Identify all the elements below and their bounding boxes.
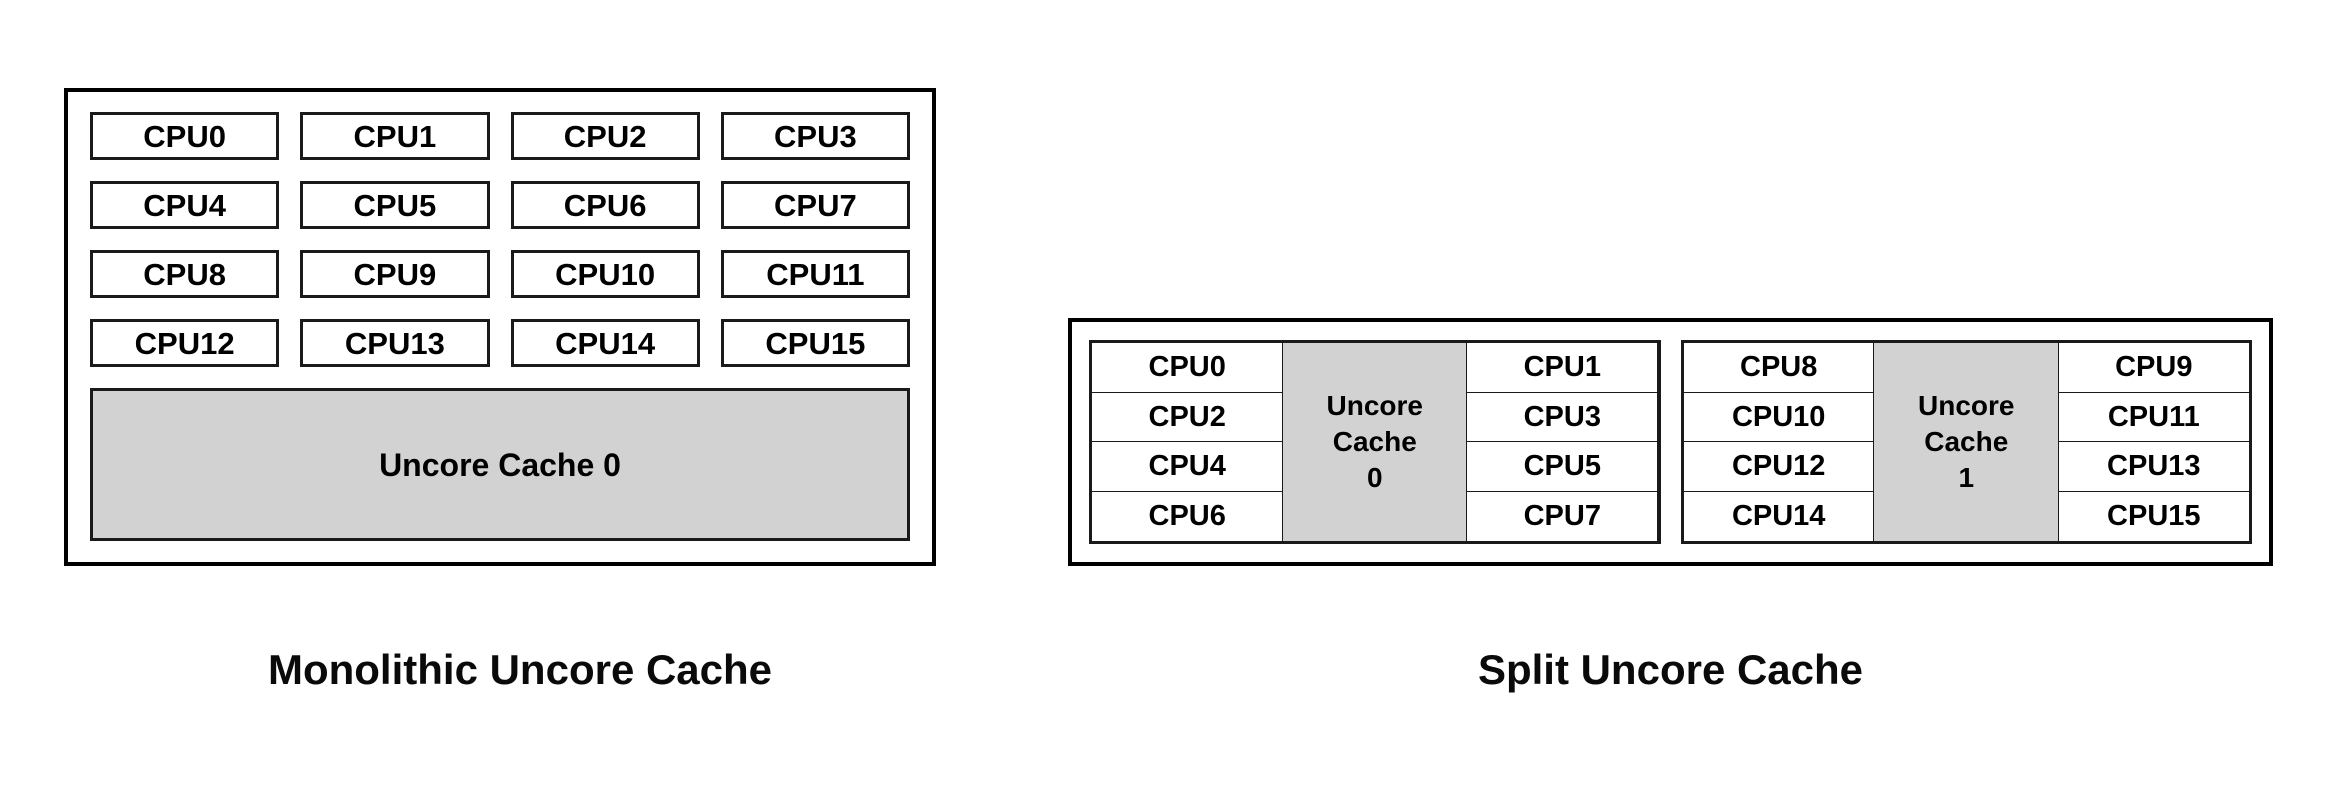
- cpu-box: CPU0: [90, 112, 280, 160]
- cpu-box: CPU6: [1091, 490, 1284, 542]
- uncore-cache-line: Cache: [1924, 426, 2009, 457]
- cpu-box: CPU3: [720, 112, 910, 160]
- cpu-box: CPU15: [720, 319, 910, 367]
- cpu-box: CPU14: [1682, 490, 1875, 542]
- cpu-box: CPU2: [510, 112, 700, 160]
- cpu-box: CPU4: [1091, 441, 1284, 493]
- split-group: CPU8 CPU10 CPU12 CPU14 Uncore Cache 1 CP…: [1680, 340, 2252, 544]
- cpu-box: CPU4: [90, 181, 280, 229]
- cpu-box: CPU13: [2057, 441, 2250, 493]
- cpu-box: CPU9: [300, 250, 490, 298]
- cpu-box: CPU7: [720, 181, 910, 229]
- uncore-cache-line: Uncore: [1326, 390, 1423, 421]
- split-group-container: CPU0 CPU2 CPU4 CPU6 Uncore Cache 0 CPU1 …: [1089, 340, 2252, 544]
- cpu-box: CPU11: [720, 250, 910, 298]
- uncore-cache-line: Cache: [1332, 426, 1417, 457]
- cpu-box: CPU10: [1682, 391, 1875, 443]
- cpu-box: CPU13: [300, 319, 490, 367]
- cpu-box: CPU9: [2057, 342, 2250, 394]
- cpu-box: CPU8: [90, 250, 280, 298]
- uncore-cache-box: Uncore Cache 0: [90, 388, 910, 541]
- cpu-box: CPU14: [510, 319, 700, 367]
- cpu-box: CPU10: [510, 250, 700, 298]
- monolithic-cpu-grid: CPU0 CPU1 CPU2 CPU3 CPU4 CPU5 CPU6 CPU7 …: [90, 112, 910, 367]
- cpu-box: CPU15: [2057, 490, 2250, 542]
- cpu-box: CPU8: [1682, 342, 1875, 394]
- cpu-box: CPU1: [300, 112, 490, 160]
- cpu-box: CPU6: [510, 181, 700, 229]
- uncore-cache-line: Uncore: [1918, 390, 2015, 421]
- cpu-box: CPU7: [1466, 490, 1659, 542]
- split-caption: Split Uncore Cache: [1477, 646, 1864, 693]
- cpu-box: CPU11: [2057, 391, 2250, 443]
- monolithic-caption: Monolithic Uncore Cache: [267, 646, 773, 693]
- cpu-box: CPU1: [1466, 342, 1659, 394]
- split-uncore-diagram: CPU0 CPU2 CPU4 CPU6 Uncore Cache 0 CPU1 …: [1068, 318, 2273, 566]
- cpu-box: CPU3: [1466, 391, 1659, 443]
- uncore-cache-box: Uncore Cache 0: [1281, 342, 1468, 542]
- cpu-box: CPU2: [1091, 391, 1284, 443]
- cpu-box: CPU5: [1466, 441, 1659, 493]
- uncore-cache-box: Uncore Cache 1: [1873, 342, 2060, 542]
- uncore-cache-line: 0: [1366, 462, 1383, 493]
- cpu-box: CPU12: [1682, 441, 1875, 493]
- monolithic-uncore-diagram: CPU0 CPU1 CPU2 CPU3 CPU4 CPU5 CPU6 CPU7 …: [64, 88, 936, 566]
- split-group: CPU0 CPU2 CPU4 CPU6 Uncore Cache 0 CPU1 …: [1089, 340, 1661, 544]
- uncore-cache-line: 1: [1958, 462, 1975, 493]
- cpu-box: CPU12: [90, 319, 280, 367]
- cpu-box: CPU5: [300, 181, 490, 229]
- cpu-box: CPU0: [1091, 342, 1284, 394]
